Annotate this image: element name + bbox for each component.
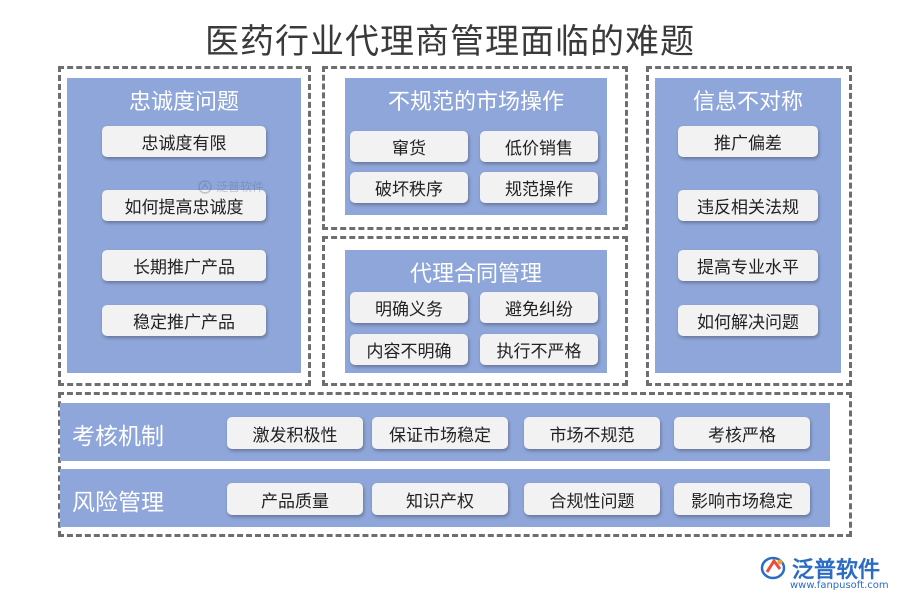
- info-group: [646, 66, 852, 386]
- info-item: 推广偏差: [678, 126, 818, 157]
- loyalty-item: 如何提高忠诚度: [102, 190, 266, 221]
- info-item: 违反相关法规: [678, 190, 818, 221]
- loyalty-title: 忠诚度问题: [128, 90, 239, 115]
- assessment-item: 激发积极性: [227, 417, 363, 449]
- loyalty-item: 忠诚度有限: [102, 126, 266, 157]
- brand-name: 泛普软件: [792, 558, 881, 583]
- risk-item: 合规性问题: [524, 483, 660, 515]
- brand-logo: 泛普软件: [760, 552, 880, 584]
- risk-item: 产品质量: [227, 483, 363, 515]
- contract-item: 避免纠纷: [480, 292, 598, 323]
- info-item: 如何解决问题: [678, 305, 818, 336]
- info-item: 提高专业水平: [678, 250, 818, 281]
- market-title: 不规范的市场操作: [387, 90, 564, 115]
- assessment-item: 保证市场稳定: [372, 417, 508, 449]
- risk-label: 风险管理: [72, 490, 164, 516]
- loyalty-group: [58, 66, 311, 386]
- contract-title: 代理合同管理: [409, 262, 542, 287]
- market-item: 低价销售: [480, 131, 598, 162]
- assessment-item: 市场不规范: [524, 417, 660, 449]
- fanpu-logo-icon: [760, 556, 786, 580]
- assessment-item: 考核严格: [674, 417, 810, 449]
- loyalty-item: 长期推广产品: [102, 250, 266, 281]
- contract-item: 明确义务: [350, 292, 468, 323]
- watermark-logo-icon: [198, 179, 212, 194]
- page-title: 医药行业代理商管理面临的难题: [205, 22, 695, 62]
- contract-group: [322, 236, 628, 386]
- brand-url: www.fanpusoft.com: [790, 580, 889, 591]
- risk-item: 知识产权: [372, 483, 508, 515]
- bottom-group: [58, 392, 852, 537]
- risk-item: 影响市场稳定: [674, 483, 810, 515]
- watermark: 泛普软件: [198, 178, 264, 195]
- contract-item: 内容不明确: [350, 334, 468, 365]
- market-item: 破坏秩序: [350, 172, 468, 203]
- contract-item: 执行不严格: [480, 334, 598, 365]
- market-group: [322, 66, 628, 230]
- market-item: 窜货: [350, 131, 468, 162]
- market-item: 规范操作: [480, 172, 598, 203]
- watermark-text: 泛普软件: [216, 180, 265, 194]
- loyalty-item: 稳定推广产品: [102, 305, 266, 336]
- info-title: 信息不对称: [692, 90, 803, 115]
- assessment-label: 考核机制: [72, 424, 164, 450]
